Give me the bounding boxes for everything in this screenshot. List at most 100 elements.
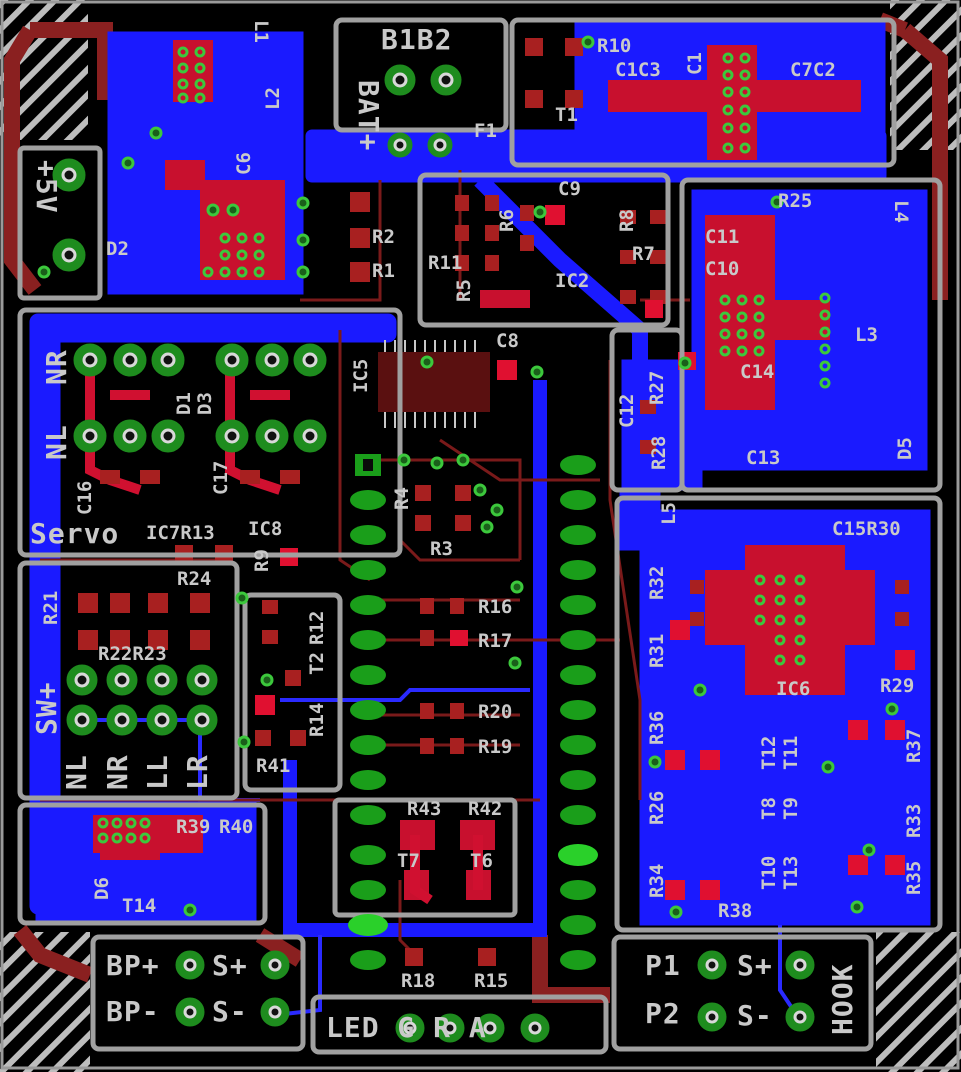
label-ic2: IC2 xyxy=(555,270,590,292)
ic5-pins xyxy=(384,340,476,428)
label-r28: R28 xyxy=(648,435,670,470)
label-t8: T8 xyxy=(758,797,780,820)
label-r27: R27 xyxy=(646,370,668,405)
smd-pads xyxy=(78,38,915,966)
label-r21: R21 xyxy=(40,590,62,625)
label-c16: C16 xyxy=(74,480,96,515)
label-r18: R18 xyxy=(401,970,436,992)
label-c13: C13 xyxy=(746,447,781,469)
label-l1: L1 xyxy=(250,20,272,43)
label-p1: P1 xyxy=(645,949,681,982)
label-r10: R10 xyxy=(597,35,632,57)
label-t9: T9 xyxy=(780,797,802,820)
label-nr: NR xyxy=(40,349,73,385)
label-r19: R19 xyxy=(478,736,513,758)
label-r9: R9 xyxy=(251,549,273,572)
bottom-copper-pours xyxy=(29,17,931,937)
label-r38: R38 xyxy=(718,900,753,922)
label-t12: T12 xyxy=(758,735,780,770)
label-r6: R6 xyxy=(496,209,518,232)
label-sw: SW+ xyxy=(30,681,63,735)
header-pin-holes xyxy=(363,459,373,471)
label-ic5: IC5 xyxy=(350,358,372,393)
label-c1v: C1 xyxy=(684,52,706,75)
label-c8: C8 xyxy=(496,330,519,352)
label-s-plus: S+ xyxy=(212,949,248,982)
label-ic7r13: IC7R13 xyxy=(146,522,215,544)
label-c11: C11 xyxy=(705,226,740,248)
label-r29: R29 xyxy=(880,675,915,697)
label-r15: R15 xyxy=(474,970,509,992)
label-b1b2: B1B2 xyxy=(381,23,453,56)
label-f1: F1 xyxy=(474,120,497,142)
label-bp-plus: BP+ xyxy=(106,949,160,982)
label-r25: R25 xyxy=(778,190,813,212)
label-hook: HOOK xyxy=(826,963,859,1035)
vias xyxy=(37,35,899,919)
label-ic6: IC6 xyxy=(776,678,811,700)
label-d6: D6 xyxy=(91,877,113,900)
label-r17: R17 xyxy=(478,630,513,652)
label-nl: NL xyxy=(40,424,73,460)
label-r20: R20 xyxy=(478,701,513,723)
header-pins-left xyxy=(350,454,386,970)
label-r41: R41 xyxy=(256,755,291,777)
label-r1: R1 xyxy=(372,260,395,282)
label-l2: L2 xyxy=(262,87,284,110)
label-t7: T7 xyxy=(397,850,420,872)
label-bp-minus: BP- xyxy=(106,995,160,1028)
label-r11: R11 xyxy=(428,252,463,274)
label-r24: R24 xyxy=(177,568,212,590)
label-r34: R34 xyxy=(646,863,668,898)
label-r35: R35 xyxy=(903,860,925,895)
label-r42: R42 xyxy=(468,798,503,820)
label-r43: R43 xyxy=(407,798,442,820)
label-t13: T13 xyxy=(780,855,802,890)
label-s-plus-2: S+ xyxy=(737,949,773,982)
label-p2: P2 xyxy=(645,997,681,1030)
label-d5: D5 xyxy=(894,437,916,460)
label-r31: R31 xyxy=(646,633,668,668)
highlight-pads xyxy=(348,844,598,936)
label-r36: R36 xyxy=(646,710,668,745)
label-r22r23: R22R23 xyxy=(98,643,167,665)
label-c12: C12 xyxy=(616,393,638,428)
label-lr: LR xyxy=(181,754,214,790)
label-c17: C17 xyxy=(210,460,232,495)
label-s-minus-2: S- xyxy=(737,999,773,1032)
label-servo: Servo xyxy=(30,517,120,550)
label-nr2: NR xyxy=(101,754,134,790)
via-grids xyxy=(97,46,831,844)
label-r37: R37 xyxy=(903,728,925,763)
label-d1: D1 xyxy=(173,392,195,415)
label-r3: R3 xyxy=(430,538,453,560)
label-r12: R12 xyxy=(306,610,328,645)
label-t14: T14 xyxy=(122,895,157,917)
label-t11: T11 xyxy=(780,735,802,770)
label-c15r30: C15R30 xyxy=(832,518,901,540)
header-pins-right xyxy=(560,455,596,970)
label-t2: T2 xyxy=(306,652,328,675)
label-c10: C10 xyxy=(705,258,740,280)
label-r40: R40 xyxy=(219,816,254,838)
label-r7: R7 xyxy=(632,243,655,265)
label-r2: R2 xyxy=(372,226,395,248)
label-r26: R26 xyxy=(646,790,668,825)
label-r8: R8 xyxy=(616,209,638,232)
label-c1c3: C1C3 xyxy=(615,59,661,81)
label-ic8: IC8 xyxy=(248,518,283,540)
label-c14: C14 xyxy=(740,361,775,383)
label-d2: D2 xyxy=(106,238,129,260)
label-r32: R32 xyxy=(646,565,668,600)
label-r5: R5 xyxy=(453,279,475,302)
label-r16: R16 xyxy=(478,596,513,618)
label-t6: T6 xyxy=(470,850,493,872)
hatch-bottom-right xyxy=(876,932,961,1072)
label-5v: +5V xyxy=(30,160,63,214)
label-c9: C9 xyxy=(558,178,581,200)
label-nl2: NL xyxy=(60,754,93,790)
label-bat: BAT+ xyxy=(352,80,385,152)
through-hole-drills xyxy=(61,72,807,1035)
label-c6: C6 xyxy=(233,152,255,175)
